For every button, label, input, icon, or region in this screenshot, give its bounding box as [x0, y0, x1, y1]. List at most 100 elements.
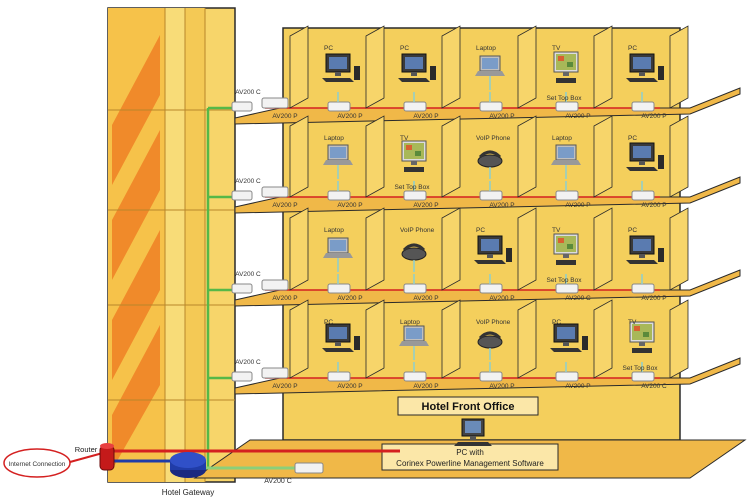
room-wall	[290, 208, 308, 290]
device-label: PC	[476, 227, 485, 234]
room-adapter-icon	[404, 372, 426, 381]
device-label: Laptop	[324, 227, 344, 234]
settop-label: Set Top Box	[395, 184, 431, 191]
device-label: PC	[628, 135, 637, 142]
tv-icon	[630, 322, 654, 353]
room-adapter-label: AV200 P	[565, 113, 590, 120]
room-wall	[442, 116, 460, 197]
room-wall	[366, 300, 384, 378]
room-wall	[518, 26, 536, 108]
device-label: VoIP Phone	[400, 227, 435, 234]
pc-box-line1: PC with	[456, 448, 484, 457]
gateway-label: Hotel Gateway	[162, 488, 214, 497]
room-wall	[366, 116, 384, 197]
device-label: PC	[324, 45, 333, 52]
device-label: VoIP Phone	[476, 319, 511, 326]
room-adapter-label: AV200 C	[641, 383, 667, 390]
room-adapter-icon	[556, 102, 578, 111]
tv-icon	[554, 52, 578, 83]
room-wall	[290, 116, 308, 197]
room-adapter-icon	[632, 102, 654, 111]
room-wall	[594, 208, 612, 290]
gateway-adapter-label: AV200 C	[264, 478, 292, 485]
room-adapter-label: AV200 P	[641, 113, 666, 120]
left-tower	[108, 8, 235, 482]
room-wall	[594, 300, 612, 378]
room-adapter-label: AV200 P	[489, 383, 514, 390]
router-label: Router	[75, 445, 98, 454]
settop-label: Set Top Box	[623, 365, 659, 372]
room-wall	[366, 208, 384, 290]
room-adapter-label: AV200 P	[489, 295, 514, 302]
device-label: TV	[400, 135, 409, 142]
device-label: PC	[628, 227, 637, 234]
room	[554, 234, 578, 293]
room-adapter-icon	[328, 191, 350, 200]
riser-adapter-label: AV200 P	[272, 202, 297, 209]
room-adapter-icon	[632, 191, 654, 200]
device-label: PC	[628, 45, 637, 52]
device-label: TV	[628, 319, 637, 326]
gateway-adapter-icon	[295, 463, 323, 473]
room-adapter-icon	[328, 102, 350, 111]
front-office-label: Hotel Front Office	[422, 401, 515, 413]
riser-label: AV200 C	[235, 359, 261, 366]
room-adapter-icon	[480, 372, 502, 381]
device-label: TV	[552, 45, 561, 52]
room-adapter-icon	[328, 372, 350, 381]
riser-label: AV200 C	[235, 178, 261, 185]
room-adapter-label: AV200 P	[337, 202, 362, 209]
router-icon	[100, 443, 114, 470]
room	[554, 52, 578, 111]
device-label: Laptop	[324, 135, 344, 142]
room-wall	[366, 26, 384, 108]
room-adapter-icon	[632, 284, 654, 293]
pc-box-line2: Corinex Powerline Management Software	[396, 459, 544, 468]
device-label: PC	[324, 319, 333, 326]
riser-adapter-icon	[232, 284, 252, 293]
riser-adapter-icon	[262, 280, 288, 290]
room-adapter-icon	[556, 284, 578, 293]
room-adapter-label: AV200 P	[337, 113, 362, 120]
room-adapter-icon	[480, 284, 502, 293]
room-adapter-label: AV200 P	[413, 202, 438, 209]
settop-label: Set Top Box	[547, 95, 583, 102]
room-adapter-label: AV200 P	[337, 383, 362, 390]
room-adapter-label: AV200 P	[413, 113, 438, 120]
room-wall	[442, 300, 460, 378]
settop-label: Set Top Box	[547, 277, 583, 284]
room-adapter-label: AV200 P	[413, 295, 438, 302]
room-adapter-label: AV200 P	[489, 113, 514, 120]
room-adapter-label: AV200 P	[565, 383, 590, 390]
device-label: TV	[552, 227, 561, 234]
room-wall	[594, 26, 612, 108]
room-adapter-icon	[480, 191, 502, 200]
riser-adapter-icon	[232, 372, 252, 381]
riser-adapter-icon	[262, 368, 288, 378]
room-wall	[518, 208, 536, 290]
tv-icon	[402, 141, 426, 172]
device-label: Laptop	[400, 319, 420, 326]
room-adapter-icon	[404, 102, 426, 111]
room-adapter-icon	[480, 102, 502, 111]
riser-label: AV200 C	[235, 89, 261, 96]
room	[402, 141, 426, 200]
room-wall	[670, 26, 688, 108]
device-label: Laptop	[552, 135, 572, 142]
room-adapter-icon	[556, 191, 578, 200]
riser-adapter-label: AV200 P	[272, 113, 297, 120]
room-adapter-icon	[632, 372, 654, 381]
riser-adapter-icon	[262, 187, 288, 197]
device-label: VoIP Phone	[476, 135, 511, 142]
device-label: PC	[400, 45, 409, 52]
room-wall	[670, 208, 688, 290]
room-wall	[290, 26, 308, 108]
room-wall	[518, 300, 536, 378]
room-adapter-icon	[404, 284, 426, 293]
room-wall	[670, 116, 688, 197]
room-wall	[290, 300, 308, 378]
internet-label: Internet Connection	[9, 461, 66, 468]
riser-adapter-label: AV200 P	[272, 295, 297, 302]
room-adapter-icon	[328, 284, 350, 293]
